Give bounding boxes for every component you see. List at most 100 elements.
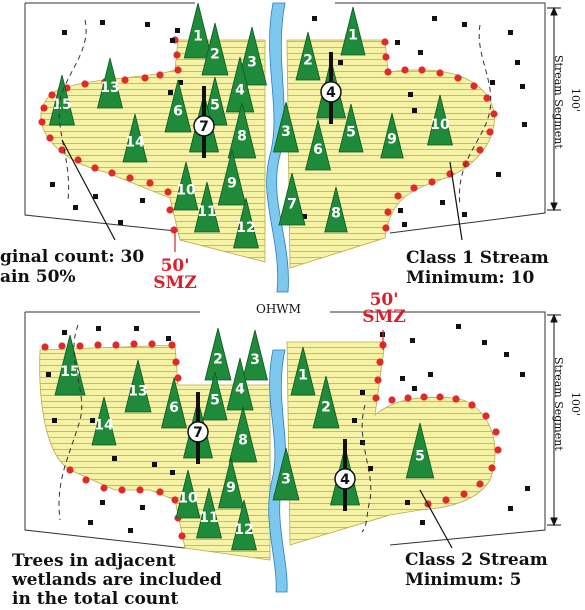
square-marker [312,16,317,21]
boundary-dot [174,66,182,74]
square-marker [96,326,101,331]
square-marker [100,500,105,505]
square-marker [50,182,55,187]
boundary-dot [494,446,502,454]
boundary-dot [82,476,90,484]
boundary-dot [40,104,48,112]
square-marker [508,30,513,35]
boundary-dot [48,91,56,99]
boundary-dot [94,341,102,349]
tree-11: 11 [193,181,221,233]
square-marker [368,466,373,471]
boundary-dot [384,208,392,216]
boundary-dot [410,184,418,192]
tree-number: 10 [176,183,196,199]
boundary-dot [452,395,460,403]
square-marker [170,470,175,475]
square-marker [152,462,157,467]
leader-right [449,161,463,241]
boundary-dot [172,358,180,366]
boundary-dot [91,164,99,172]
square-marker [520,84,525,89]
leader-left [61,139,116,241]
tree-number: 9 [226,480,236,496]
boundary-dot [476,480,484,488]
smz-text: SMZ [362,307,406,327]
tree-number: 4 [340,472,350,488]
tree-13: 13 [124,359,152,413]
tree-number: 10 [430,117,450,133]
square-marker [412,386,417,391]
tree-4: 4 [329,439,361,511]
tree-8: 8 [228,406,258,463]
tree-15: 15 [48,74,76,126]
segment-length-label-bottom: 100' [569,392,582,417]
tree-number: 2 [303,53,313,69]
tree-number: 9 [387,132,397,148]
smz-boundary-dots [41,340,502,540]
smz-text: SMZ [153,273,197,293]
wetland-note: Trees in adjacent wetlands are included … [12,552,222,609]
square-marker [175,28,180,33]
square-marker [490,80,495,85]
square-marker [100,20,105,25]
tree-number: 5 [346,125,356,141]
smz-dashed-line-right [361,404,372,533]
boundary-dot [428,178,436,186]
square-marker [462,212,467,217]
tree-number: 2 [210,46,220,62]
smz-dashed-line-left [58,324,83,521]
boundary-dot [171,496,179,504]
tree-7: 7 [278,172,306,226]
tree-number: 6 [313,142,323,158]
boundary-dot [81,80,89,88]
square-marker [398,208,403,213]
tree-number: 3 [281,471,291,487]
stream-class: Class 2 Stream [405,550,548,570]
tree-10: 10 [173,161,199,211]
tree-3: 3 [272,101,300,153]
square-marker [168,90,173,95]
stream-class: Class 1 Stream [406,248,549,268]
square-marker [352,418,357,423]
tree-9: 9 [217,457,245,509]
tree-number: 15 [60,364,79,380]
boundary-dot [460,490,468,498]
square-marker [408,92,413,97]
smz-distance: 50' [160,256,190,276]
boundary-dot [136,486,144,494]
boundary-dot [404,394,412,402]
tree-number: 15 [52,97,71,113]
boundary-dot [376,358,384,366]
boundary-dot [374,376,382,384]
tree-1: 1 [340,6,366,56]
class1-stream-label: Class 1 Stream Minimum: 10 [406,248,549,288]
boundary-dot [74,156,82,164]
boundary-dot [420,393,428,401]
square-marker [145,22,150,27]
boundary-dot [454,74,462,82]
boundary-dot [173,51,181,59]
square-marker [134,326,139,331]
stream-segment-label-bottom: Stream Segment [552,357,565,451]
tree-number: 14 [94,418,114,434]
note-line: Trees in adjacent [12,551,176,571]
square-marker [462,22,467,27]
boundary-dot [148,340,156,348]
tree-number: 2 [321,399,331,415]
square-marker [73,205,78,210]
tree-number: 11 [199,510,218,526]
boundary-dot [66,466,74,474]
panel-frame [24,311,546,549]
square-marker [166,336,171,341]
tree-number: 6 [173,103,183,119]
boundary-dot [126,174,134,182]
square-marker [525,486,530,491]
tree-10: 10 [175,469,201,519]
tree-5: 5 [338,103,364,153]
square-marker [522,122,527,127]
tree-number: 7 [199,119,209,135]
boundary-dot [388,396,396,404]
tree-9: 9 [217,149,247,206]
